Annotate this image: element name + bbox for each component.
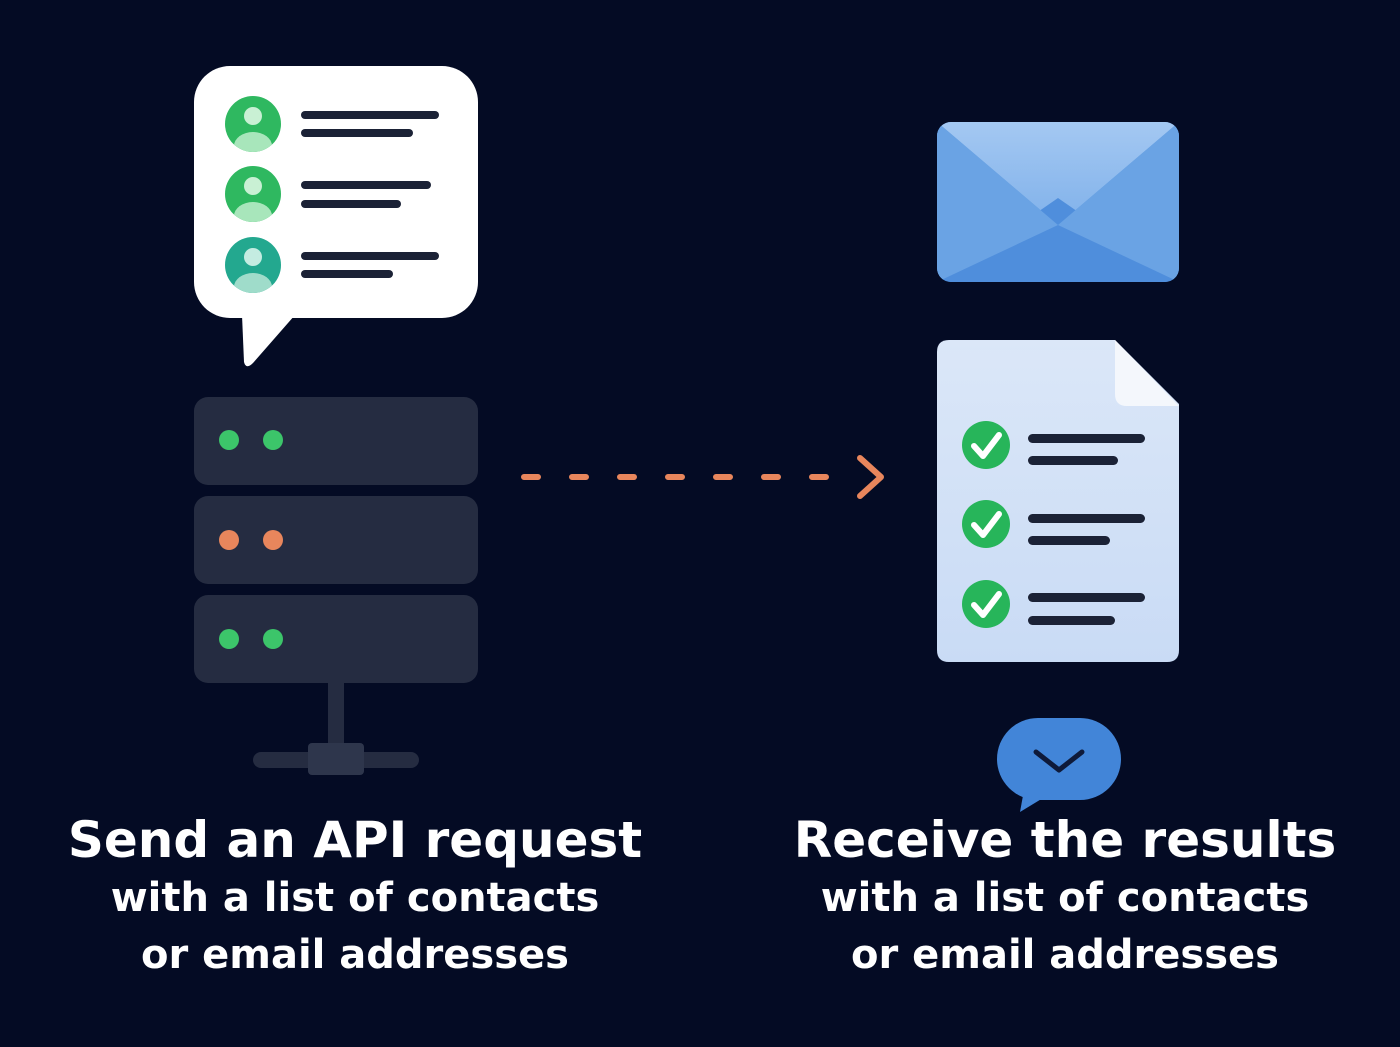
- right-caption-line2: with a list of contacts: [820, 875, 1310, 921]
- server-unit: [194, 397, 478, 485]
- avatar-icon: [225, 96, 281, 152]
- server-rack-icon: [194, 397, 478, 775]
- left-caption: Send an API request with a list of conta…: [55, 810, 655, 984]
- email-envelope-icon: [937, 122, 1179, 282]
- contact-row: [225, 237, 439, 293]
- left-caption-line3: or email addresses: [141, 932, 569, 978]
- dashed-arrow-right-icon: [521, 455, 884, 499]
- checklist-row: [962, 421, 1145, 469]
- chat-bubble-chevron-icon: [997, 718, 1121, 812]
- checklist-row: [962, 500, 1145, 548]
- left-caption-line2: with a list of contacts: [110, 875, 600, 921]
- left-caption-title: Send an API request: [67, 811, 643, 869]
- right-caption-line3: or email addresses: [851, 932, 1279, 978]
- contact-list-speech-bubble-icon: [194, 66, 478, 367]
- right-caption-title: Receive the results: [793, 811, 1337, 869]
- contact-row: [225, 166, 431, 222]
- avatar-icon: [225, 237, 281, 293]
- server-unit: [194, 595, 478, 683]
- checklist-row: [962, 580, 1145, 628]
- server-unit: [194, 496, 478, 584]
- contact-row: [225, 96, 439, 152]
- server-stand: [253, 683, 419, 775]
- check-circle-icon: [962, 580, 1010, 628]
- checklist-document-icon: [937, 340, 1179, 662]
- check-circle-icon: [962, 500, 1010, 548]
- check-circle-icon: [962, 421, 1010, 469]
- right-caption: Receive the results with a list of conta…: [760, 810, 1370, 984]
- avatar-icon: [225, 166, 281, 222]
